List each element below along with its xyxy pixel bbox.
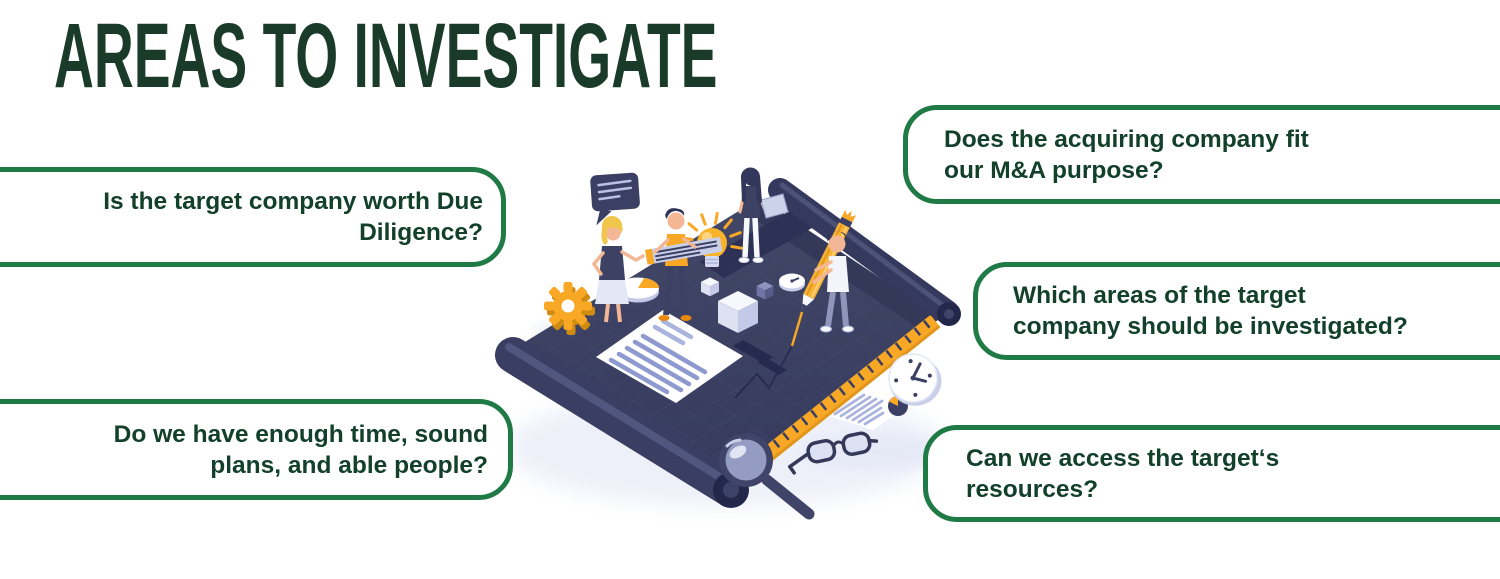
person-pencil-man [802, 209, 857, 333]
question-text-line: company should be investigated? [1013, 313, 1408, 340]
question-text-line: Can we access the target‘s [966, 444, 1280, 472]
blueprint-right-roll [768, 178, 961, 326]
striped-plank [645, 237, 723, 265]
blueprint-bottom-roll [495, 337, 749, 508]
question-text-line: Which areas of the target [1013, 282, 1306, 309]
question-box-areas-to-investigate: Which areas of the target company should… [973, 262, 1500, 360]
magnifier-icon [719, 433, 815, 520]
question-text-line: resources? [966, 475, 1099, 503]
person-orange-shirt-man [645, 208, 723, 321]
person-blonde-woman [591, 215, 645, 328]
cube-icons [701, 277, 774, 333]
laptop-icon [760, 193, 789, 219]
speech-bubble-icon [590, 172, 640, 226]
question-text-line: Is the target company worth Due [103, 188, 483, 215]
question-box-acquirer-fit: Does the acquiring company fit our M&A p… [903, 105, 1500, 204]
question-text-line: Diligence? [359, 219, 483, 246]
question-text-line: plans, and able people? [210, 451, 488, 479]
blueprint-platform [700, 208, 819, 278]
question-box-worth-due-diligence: Is the target company worth Due Diligenc… [0, 167, 506, 267]
person-dark-hair-woman [738, 167, 789, 263]
mini-clock-icon [779, 273, 805, 292]
question-text-line: Does the acquiring company fit [944, 125, 1309, 153]
zigzag-chart-line [734, 311, 804, 399]
ruler-icon [741, 315, 941, 478]
glasses-icon [788, 431, 879, 475]
document-on-blueprint [596, 310, 743, 403]
gear-icon [544, 282, 595, 335]
question-box-access-resources: Can we access the target‘s resources? [923, 425, 1500, 522]
clock-icon [888, 353, 942, 406]
question-text-line: Do we have enough time, sound [113, 420, 488, 448]
due-diligence-illustration [495, 167, 961, 520]
question-box-time-plans-people: Do we have enough time, sound plans, and… [0, 399, 513, 500]
question-text-line: our M&A purpose? [944, 156, 1164, 184]
page-title: AREAS TO INVESTIGATE [54, 5, 718, 107]
